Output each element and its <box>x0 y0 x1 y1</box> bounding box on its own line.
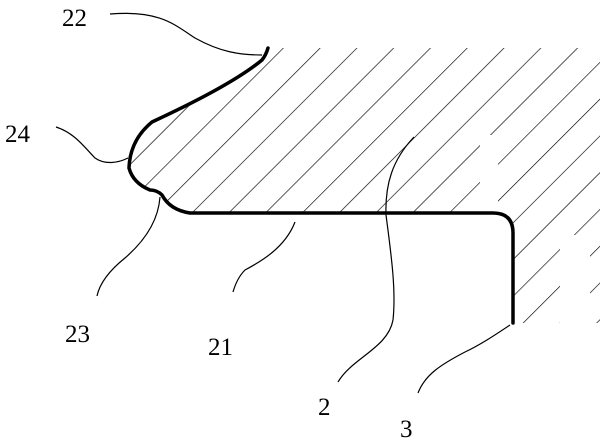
hatch-gaps <box>480 135 590 330</box>
leader-2 <box>337 136 415 383</box>
leader-24 <box>55 126 129 164</box>
label-22: 22 <box>62 5 87 32</box>
label-24: 24 <box>5 121 31 148</box>
label-2: 2 <box>318 394 331 421</box>
leader-3 <box>417 324 511 394</box>
leader-21 <box>232 221 296 293</box>
leader-23 <box>96 196 161 297</box>
leader-lines <box>55 12 511 394</box>
label-21: 21 <box>208 334 233 361</box>
leader-22 <box>109 12 263 56</box>
label-23: 23 <box>65 321 90 348</box>
label-3: 3 <box>400 416 413 443</box>
profile-contour <box>127 46 515 325</box>
hatched-section <box>129 48 600 323</box>
